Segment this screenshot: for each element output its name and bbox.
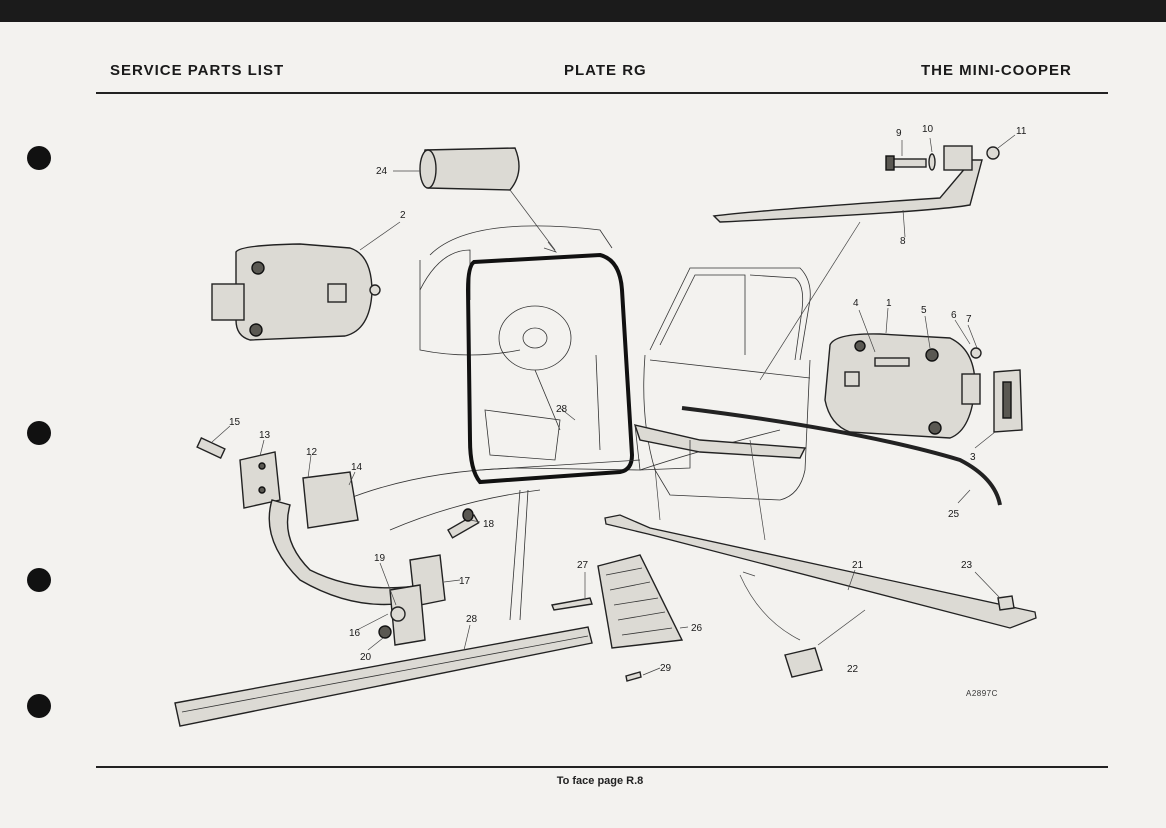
part-26-kick-plate <box>597 467 689 649</box>
binder-hole <box>27 568 51 592</box>
part-28-sill-channel <box>174 354 601 727</box>
callout-28-lower: 28 <box>466 614 478 625</box>
callout-29: 29 <box>660 663 672 674</box>
callout-22: 22 <box>847 664 859 675</box>
header-rule <box>96 92 1108 94</box>
callout-9: 9 <box>896 128 902 139</box>
callout-24: 24 <box>376 166 388 177</box>
callout-15: 15 <box>229 417 241 428</box>
drawing-reference-code: A2897C <box>966 689 998 698</box>
header-right-title: THE MINI-COOPER <box>921 62 1072 79</box>
door-assembly <box>633 267 811 501</box>
door-aperture-seal <box>465 252 641 485</box>
part-1-lock-body <box>824 307 982 439</box>
footer-rule <box>96 766 1108 768</box>
callout-27: 27 <box>577 560 589 571</box>
page-reference-footer: To face page R.8 <box>556 775 644 787</box>
parts-12-20-check-strap <box>268 454 461 651</box>
callout-26: 26 <box>691 623 703 634</box>
callout-3: 3 <box>970 452 976 463</box>
part-8-door-pull <box>712 145 983 381</box>
part-18-bolt <box>447 508 481 539</box>
callout-14: 14 <box>351 462 363 473</box>
plate-title: PLATE RG <box>564 62 647 79</box>
callout-5: 5 <box>921 305 927 316</box>
callout-6: 6 <box>951 310 957 321</box>
binder-hole <box>27 421 51 445</box>
callout-11: 11 <box>1016 126 1027 137</box>
parts-9-10-11-fasteners <box>885 134 1016 171</box>
callout-16: 16 <box>349 628 361 639</box>
part-25-sealing-strip <box>681 406 1002 506</box>
callout-12: 12 <box>306 447 318 458</box>
callout-23: 23 <box>961 560 973 571</box>
callout-13: 13 <box>259 430 271 441</box>
callout-17: 17 <box>459 576 471 587</box>
parts-27-29-fixings <box>551 572 661 682</box>
part-3-striker <box>974 369 1023 449</box>
callout-4: 4 <box>853 298 859 309</box>
callout-25: 25 <box>948 509 960 520</box>
callout-10: 10 <box>922 124 934 135</box>
parts-22-23-clips <box>784 571 1015 678</box>
callout-2: 2 <box>400 210 406 221</box>
parts-13-15-screw-plate <box>196 425 281 509</box>
callout-28-upper: 28 <box>556 404 568 415</box>
callout-19: 19 <box>374 553 386 564</box>
header-left-title: SERVICE PARTS LIST <box>110 62 285 79</box>
callout-1: 1 <box>886 298 892 309</box>
part-24-grab-handle <box>393 147 558 253</box>
callout-18: 18 <box>483 519 495 530</box>
callout-labels: 24 2 9 10 11 8 4 1 5 6 7 3 25 15 13 12 1… <box>229 124 1027 675</box>
callout-8: 8 <box>900 236 906 247</box>
callout-20: 20 <box>360 652 372 663</box>
part-2-lock-assembly <box>211 221 401 341</box>
callout-21: 21 <box>852 560 864 571</box>
binder-hole <box>27 146 51 170</box>
part-21-rod <box>604 439 1037 646</box>
callout-7: 7 <box>966 314 972 325</box>
binder-hole <box>27 694 51 718</box>
